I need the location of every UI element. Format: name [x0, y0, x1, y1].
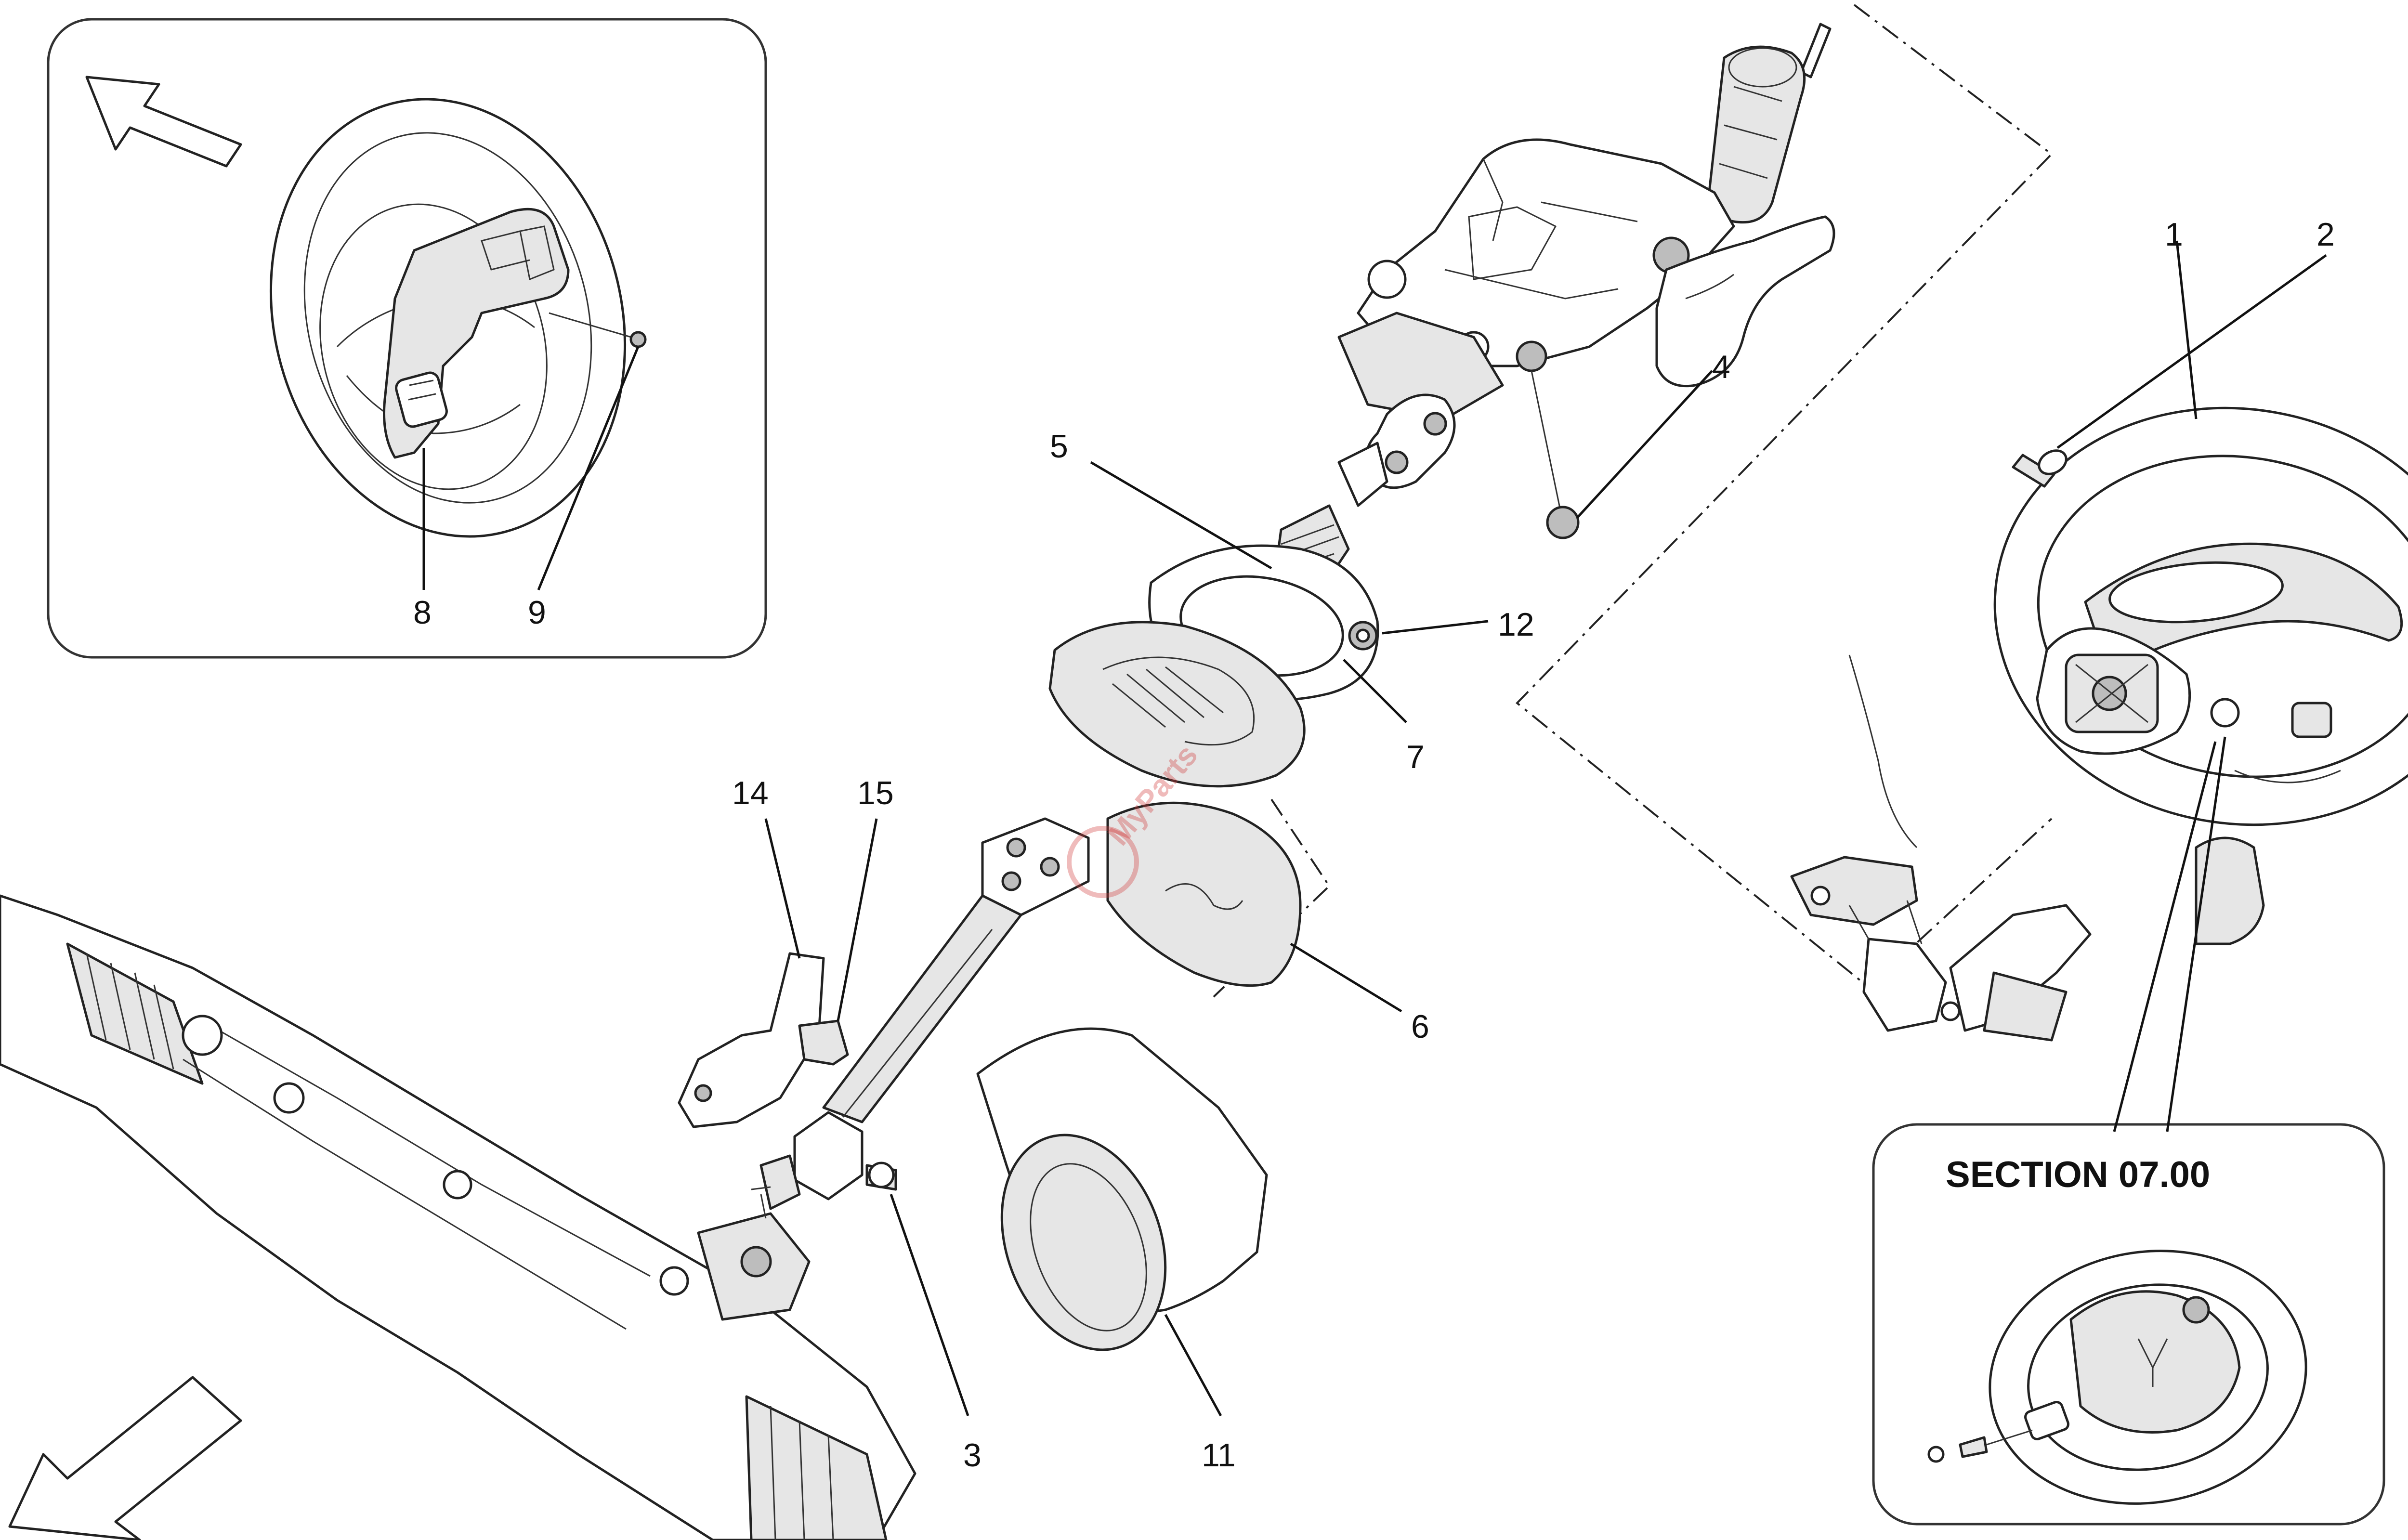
label-part-14: 14: [732, 775, 769, 811]
inset-panel-steering-wheel-controls: 8 9: [47, 18, 767, 659]
label-part-3: 3: [963, 1437, 982, 1474]
wheel-mounting-mechanism: [1790, 654, 2092, 1042]
section-ref-label: SECTION 07.00: [1946, 1154, 2210, 1195]
part-1-steering-wheel: 1: [1993, 216, 2408, 945]
part-7-seal-plate: 7: [1048, 621, 1425, 788]
label-part-4: 4: [1712, 349, 1730, 385]
part-8-control-bezel: [383, 208, 570, 459]
direction-arrow-front-icon: [8, 1376, 242, 1540]
part-3-bolt: 3: [865, 1162, 982, 1474]
label-part-1: 1: [2165, 216, 2183, 253]
label-part-11: 11: [1202, 1437, 1236, 1474]
part-14-bracket: 14: [678, 775, 825, 1128]
part-12-bushing: 12: [1348, 606, 1534, 651]
label-part-5: 5: [1050, 428, 1068, 465]
label-part-9: 9: [528, 594, 546, 631]
part-4-nut: 4: [1531, 349, 1730, 539]
group-boundary-upper: [1516, 4, 2054, 989]
part-9-screw: [549, 312, 647, 348]
direction-arrow-icon: [85, 76, 242, 168]
section-reference-panel: SECTION 07.00: [1872, 736, 2385, 1526]
label-part-12: 12: [1498, 606, 1534, 643]
steering-rack: [0, 894, 916, 1540]
steering-column-assembly: [759, 23, 1835, 1210]
part-15-clip: 15: [798, 775, 894, 1066]
label-part-15: 15: [857, 775, 894, 811]
label-part-2: 2: [2316, 216, 2335, 253]
label-part-6: 6: [1411, 1008, 1429, 1045]
part-6-lower-cover: 6: [1106, 801, 1429, 1045]
label-part-7: 7: [1406, 739, 1425, 775]
label-part-8: 8: [413, 594, 432, 631]
part-2-bolt: 2: [2012, 216, 2335, 488]
part-11-column-shroud: 11: [976, 1027, 1268, 1474]
